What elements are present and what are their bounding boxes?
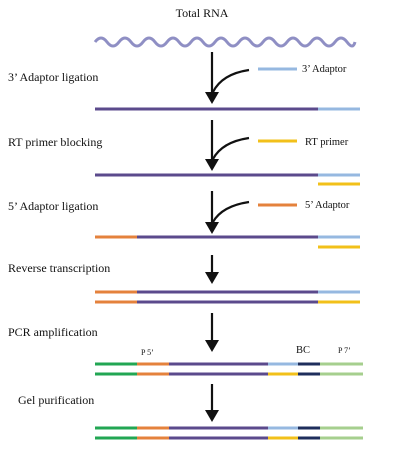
step3-curve [212, 200, 250, 223]
step6-arrow-head [205, 410, 219, 422]
step-label-reverse-transcription: Reverse transcription [8, 261, 110, 275]
step-label-pcr-amplification: PCR amplification [8, 325, 98, 339]
step-label-gel-purification: Gel purification [18, 393, 94, 407]
segment-label-bc: BC [296, 345, 310, 356]
step-label-3-adaptor-ligation: 3’ Adaptor ligation [8, 70, 98, 84]
diagram-title: Total RNA [176, 6, 229, 20]
reagent-3-adaptor-label: 3’ Adaptor [302, 64, 347, 75]
step2-arrow-head [205, 159, 219, 171]
reagent-5-adaptor-label: 5’ Adaptor [305, 200, 350, 211]
step-label-5-adaptor-ligation: 5’ Adaptor ligation [8, 199, 98, 213]
step2-curve [212, 136, 250, 160]
total-rna-wave [93, 36, 357, 48]
step1-arrow-head [205, 92, 219, 104]
reagent-rt-primer-label: RT primer [305, 137, 349, 148]
step1-curve [212, 68, 250, 93]
step4-arrow-head [205, 272, 219, 284]
segment-label-p7: P 7’ [338, 346, 351, 355]
step5-arrow-head [205, 340, 219, 352]
step-label-rt-primer-blocking: RT primer blocking [8, 135, 102, 149]
segment-label-p5: P 5’ [141, 348, 154, 357]
step3-arrow-head [205, 222, 219, 234]
